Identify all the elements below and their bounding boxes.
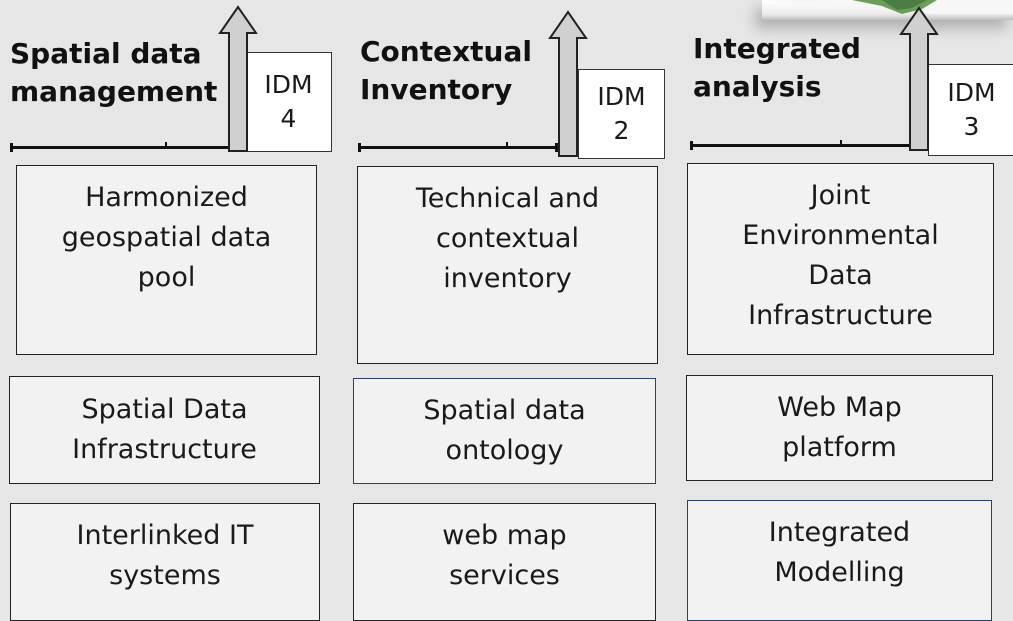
- up-arrow-icon: [548, 10, 588, 157]
- box-text-line: Data: [808, 260, 873, 291]
- idm-label-2: IDM 2: [578, 69, 665, 159]
- idm-label-number: 3: [963, 112, 980, 141]
- column-title-line: management: [10, 75, 218, 108]
- column-title-line: Integrated: [693, 32, 861, 65]
- column-underline: [358, 142, 558, 152]
- idm-label-number: 2: [613, 116, 630, 145]
- box-joint-environmental-data-infrastructure: Joint Environmental Data Infrastructure: [687, 163, 994, 355]
- box-text-line: ontology: [445, 435, 564, 466]
- map-thumbnail-graphic: [762, 0, 1013, 14]
- column-title-integrated-analysis: Integrated analysis: [693, 30, 903, 106]
- box-text-line: Joint: [810, 180, 871, 211]
- box-text-line: Interlinked IT: [76, 520, 254, 551]
- box-harmonized-geospatial-data-pool: Harmonized geospatial data pool: [16, 165, 317, 355]
- box-text-line: Harmonized: [85, 182, 248, 213]
- box-web-map-services: web map services: [353, 503, 656, 621]
- idm-label-4: IDM 4: [245, 52, 332, 152]
- column-title-line: Contextual: [360, 35, 532, 68]
- up-arrow-icon: [218, 5, 258, 152]
- column-title-line: Spatial data: [10, 37, 202, 70]
- box-spatial-data-infrastructure: Spatial Data Infrastructure: [9, 376, 320, 484]
- column-underline: [10, 142, 235, 152]
- box-text-line: pool: [137, 262, 196, 293]
- idm-label-text: IDM: [947, 78, 996, 107]
- column-title-line: analysis: [693, 70, 822, 103]
- column-title-spatial-data-management: Spatial data management: [10, 35, 235, 111]
- box-text-line: Environmental: [742, 220, 939, 251]
- underline-tick: [506, 142, 508, 146]
- box-text-line: Infrastructure: [748, 300, 933, 331]
- box-text-line: Spatial Data: [81, 394, 248, 425]
- box-text-line: systems: [109, 560, 221, 591]
- column-title-line: Inventory: [360, 73, 513, 106]
- box-interlinked-it-systems: Interlinked IT systems: [10, 503, 320, 621]
- idm-label-number: 4: [280, 104, 297, 133]
- box-text-line: geospatial data: [61, 222, 272, 253]
- idm-label-text: IDM: [264, 70, 313, 99]
- box-text-line: contextual: [436, 223, 579, 254]
- box-integrated-modelling: Integrated Modelling: [687, 500, 992, 621]
- column-title-contextual-inventory: Contextual Inventory: [360, 33, 570, 109]
- box-spatial-data-ontology: Spatial data ontology: [353, 378, 656, 484]
- idm-label-text: IDM: [597, 82, 646, 111]
- underline-tick: [165, 142, 167, 146]
- box-text-line: Web Map: [777, 392, 902, 423]
- box-text-line: web map: [442, 520, 567, 551]
- box-web-map-platform: Web Map platform: [686, 375, 993, 481]
- underline-tick: [840, 140, 842, 144]
- box-text-line: platform: [782, 432, 897, 463]
- idm-label-3: IDM 3: [928, 64, 1013, 156]
- box-text-line: Integrated: [768, 517, 911, 548]
- box-technical-and-contextual-inventory: Technical and contextual inventory: [357, 166, 658, 364]
- corner-image: [762, 0, 1013, 20]
- box-text-line: services: [449, 560, 560, 591]
- box-text-line: Infrastructure: [72, 434, 257, 465]
- column-underline: [690, 140, 912, 150]
- box-text-line: Technical and: [415, 183, 600, 214]
- box-text-line: Modelling: [774, 557, 905, 588]
- box-text-line: Spatial data: [423, 395, 586, 426]
- up-arrow-icon: [899, 6, 939, 151]
- box-text-line: inventory: [443, 263, 572, 294]
